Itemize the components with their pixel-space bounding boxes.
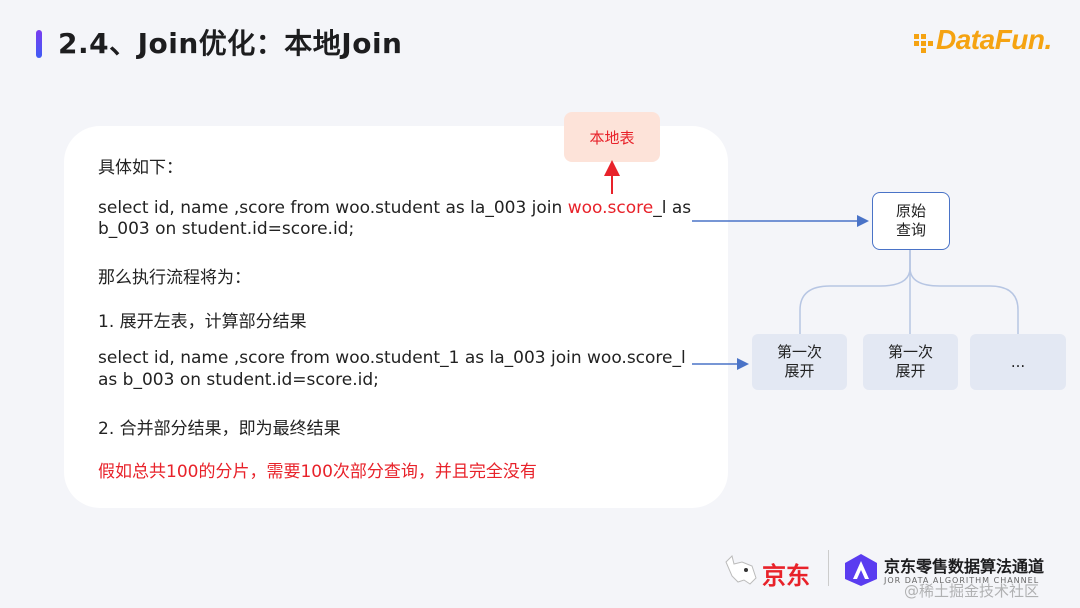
- watermark-text: @稀土掘金技术社区: [904, 582, 1040, 600]
- origin-line2: 查询: [895, 221, 926, 239]
- jd-dog-icon: [725, 555, 757, 585]
- footer-divider: [828, 550, 829, 586]
- expand-node-1: 第一次 展开: [752, 334, 847, 390]
- sql1-highlight: woo.score: [567, 198, 654, 218]
- expand-node-2-line2: 展开: [895, 362, 926, 380]
- jd-logo: 京东: [722, 552, 822, 592]
- sql1-line2: b_003 on student.id=score.id;: [98, 219, 355, 239]
- flow-intro-text: 那么执行流程将为：: [98, 268, 251, 288]
- expand-node-more: ...: [970, 334, 1066, 390]
- channel-subtitle: JOR DATA ALGORITHM CHANNEL: [884, 576, 1040, 585]
- logo-text: DataFun.: [936, 24, 1052, 55]
- intro-text: 具体如下：: [98, 158, 183, 178]
- step1-text: 1. 展开左表，计算部分结果: [98, 312, 307, 332]
- jd-label: 京东: [762, 562, 810, 590]
- warning-note: 假如总共100的分片，需要100次部分查询，并且完全没有: [98, 462, 537, 482]
- expand-node-2: 第一次 展开: [863, 334, 958, 390]
- local-table-callout: 本地表: [564, 112, 660, 162]
- sql2-line1: select id, name ,score from woo.student_…: [98, 348, 686, 368]
- original-query-node: 原始 查询: [872, 192, 950, 250]
- expand-node-1-line2: 展开: [784, 362, 815, 380]
- origin-line1: 原始: [895, 202, 926, 220]
- local-table-label: 本地表: [589, 128, 635, 147]
- expand-node-2-line1: 第一次: [887, 343, 933, 361]
- datafun-logo: DataFun.: [912, 22, 1062, 62]
- expand-node-1-line1: 第一次: [776, 343, 822, 361]
- tree-branch-right: [909, 250, 1019, 334]
- slide-title: 2.4、Join优化：本地Join: [58, 27, 403, 60]
- channel-logo-icon: [845, 554, 877, 586]
- title-accent-bar: [36, 30, 42, 58]
- expand-node-more-line1: ...: [1010, 352, 1026, 371]
- sql2-line2: as b_003 on student.id=score.id;: [98, 370, 379, 390]
- step2-text: 2. 合并部分结果，即为最终结果: [98, 419, 341, 439]
- sql1-part2: _l as: [653, 198, 692, 218]
- sql1-line1: select id, name ,score from woo.student …: [98, 198, 691, 218]
- channel-title: 京东零售数据算法通道: [884, 557, 1045, 576]
- content-card: [64, 126, 728, 508]
- logo-dots-icon: [914, 34, 933, 53]
- sql1-part1: select id, name ,score from woo.student …: [98, 198, 568, 218]
- tree-branch-left: [799, 250, 911, 334]
